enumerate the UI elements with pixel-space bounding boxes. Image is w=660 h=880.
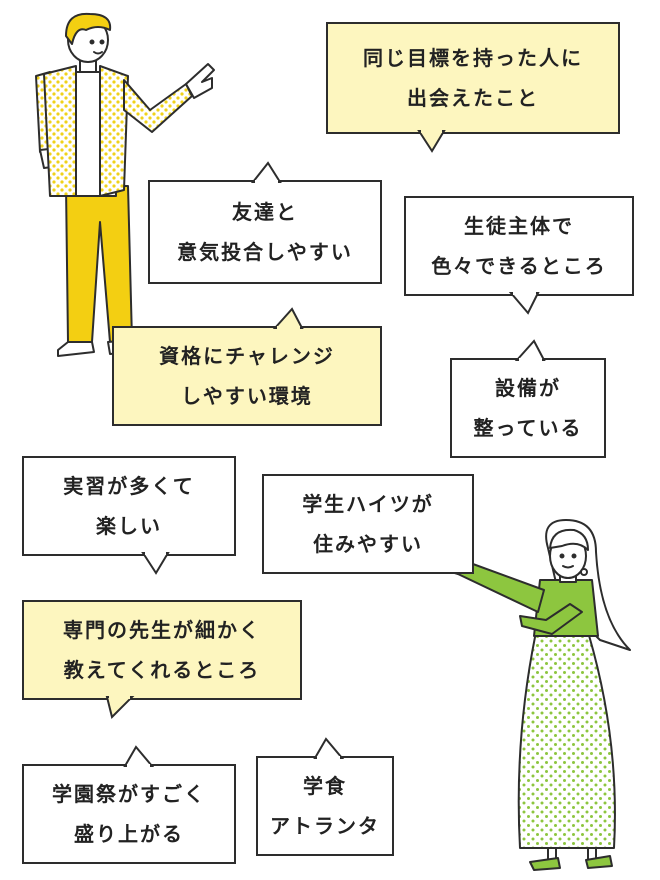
bubble-tail bbox=[514, 339, 546, 362]
speech-bubble-text: 資格にチャレンジ しやすい環境 bbox=[159, 344, 335, 408]
speech-bubble-text: 学生ハイツが 住みやすい bbox=[302, 492, 434, 556]
speech-bubble-student-led: 生徒主体で 色々できるところ bbox=[404, 196, 634, 315]
bubble-tail bbox=[313, 737, 345, 760]
speech-bubble-facilities: 設備が 整っている bbox=[450, 339, 606, 458]
bubble-tail bbox=[123, 745, 155, 768]
speech-bubble-text: 友達と 意気投合しやすい bbox=[177, 200, 353, 264]
speech-bubble-cafeteria: 学食 アトランタ bbox=[256, 737, 394, 856]
speech-bubble-teachers: 専門の先生が細かく 教えてくれるところ bbox=[22, 600, 302, 719]
bubble-tail bbox=[105, 695, 135, 719]
speech-bubble-goal: 同じ目標を持った人に 出会えたこと bbox=[326, 22, 620, 153]
speech-bubble-text: 学園祭がすごく 盛り上がる bbox=[52, 782, 206, 846]
bubble-tail bbox=[141, 551, 170, 575]
speech-bubble-text: 同じ目標を持った人に 出会えたこと bbox=[363, 46, 583, 110]
man-illustration bbox=[35, 12, 215, 357]
speech-bubble-school-festival: 学園祭がすごく 盛り上がる bbox=[22, 745, 236, 864]
speech-bubble-friends: 友達と 意気投合しやすい bbox=[148, 161, 382, 284]
speech-bubble-practical-training: 実習が多くて 楽しい bbox=[22, 456, 236, 575]
speech-bubble-student-housing: 学生ハイツが 住みやすい bbox=[262, 474, 474, 574]
bubble-tail bbox=[508, 291, 540, 315]
speech-bubble-text: 学食 アトランタ bbox=[270, 774, 380, 838]
speech-bubble-text: 実習が多くて 楽しい bbox=[63, 474, 195, 538]
speech-bubble-text: 生徒主体で 色々できるところ bbox=[431, 214, 607, 278]
bubble-tail bbox=[250, 161, 282, 184]
bubble-tail bbox=[417, 129, 446, 153]
speech-bubble-certification: 資格にチャレンジ しやすい環境 bbox=[112, 307, 382, 426]
speech-bubble-text: 設備が 整っている bbox=[473, 376, 583, 440]
bubble-tail bbox=[272, 307, 304, 330]
speech-bubble-text: 専門の先生が細かく 教えてくれるところ bbox=[63, 618, 261, 682]
